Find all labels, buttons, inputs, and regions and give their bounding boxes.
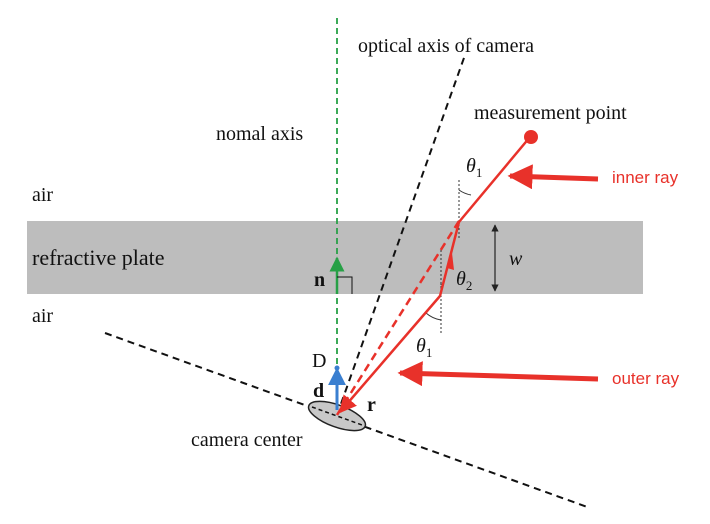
theta1-bottom-arc <box>425 312 442 321</box>
theta1-top-label: θ1 <box>466 155 482 180</box>
inner-ray-pointer <box>507 164 599 190</box>
measurement-point-label: measurement point <box>474 102 627 124</box>
plate-ray-arrowhead <box>447 253 454 270</box>
optical-axis-label: optical axis of camera <box>358 35 534 57</box>
w-thickness-label: w <box>509 248 523 270</box>
air-top-label: air <box>32 184 53 206</box>
outer-ray-label: outer ray <box>612 369 680 388</box>
refractive-plate-label: refractive plate <box>32 245 165 270</box>
inner-ray-segment <box>458 136 531 223</box>
D-point-label: D <box>312 350 326 372</box>
d-vector-label: d <box>313 380 324 402</box>
measurement-point-dot <box>524 130 538 144</box>
theta1-top-arc <box>458 189 472 196</box>
n-vector-label: n <box>314 269 325 291</box>
normal-axis-label: nomal axis <box>216 123 303 145</box>
inner-ray-label: inner ray <box>612 168 679 187</box>
plate-ray-segment <box>438 221 461 297</box>
r-vector-label: r <box>367 394 376 416</box>
theta2-label: θ2 <box>456 268 472 293</box>
theta1-bottom-label: θ1 <box>416 335 432 360</box>
right-angle-mark <box>337 276 353 294</box>
camera-center-label: camera center <box>191 429 303 451</box>
camera-ellipse-axis <box>311 406 363 426</box>
outer-ray-segment <box>338 295 441 414</box>
point-D-dot <box>334 365 340 371</box>
outer-ray-pointer <box>397 361 599 387</box>
optical-axis-line <box>336 54 466 416</box>
air-bottom-label: air <box>32 305 53 327</box>
